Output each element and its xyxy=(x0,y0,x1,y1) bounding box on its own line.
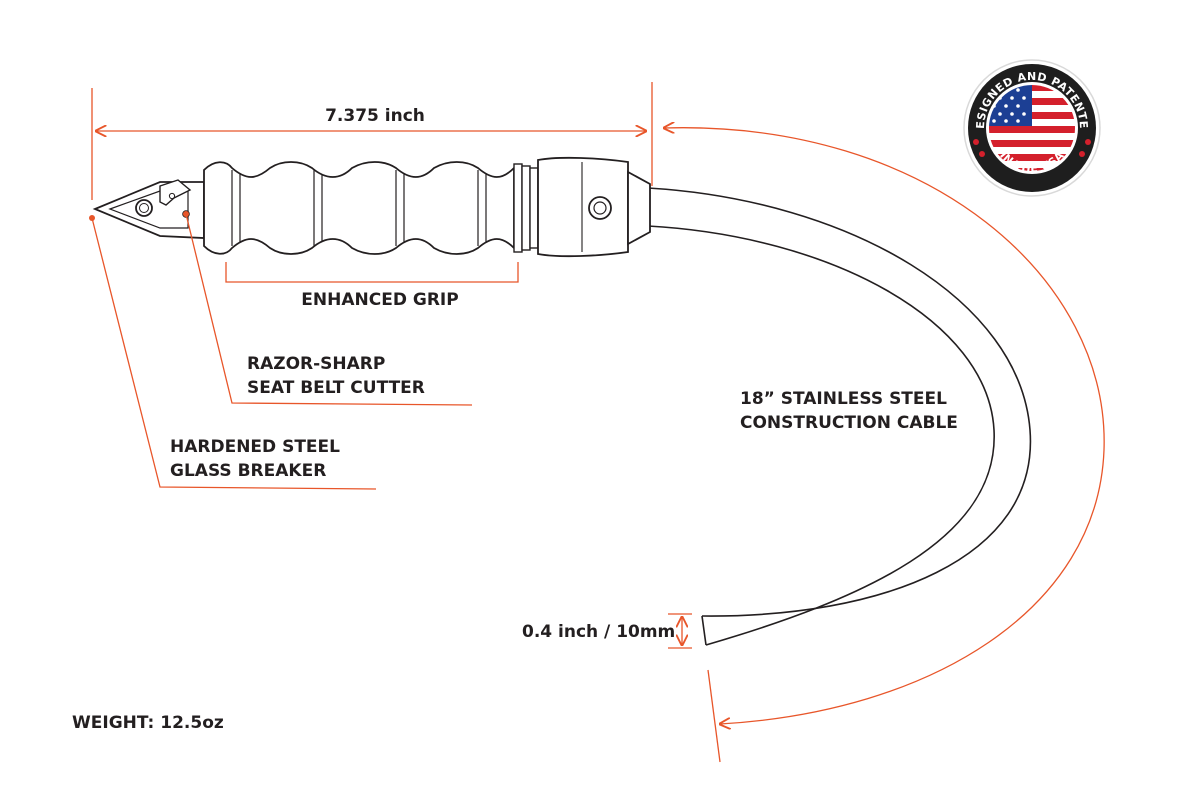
made-in-usa-badge: DESIGNED AND PATENTED IN THE USA xyxy=(957,48,1102,198)
us-flag xyxy=(988,84,1076,172)
cutter-leader xyxy=(183,211,473,406)
grip-label: ENHANCED GRIP xyxy=(301,290,459,310)
cable-label-line2: CONSTRUCTION CABLE xyxy=(740,413,958,433)
breaker-label-line1: HARDENED STEEL xyxy=(170,437,340,457)
length-dimension xyxy=(91,82,653,200)
badge-stars xyxy=(973,139,1091,157)
weight-label: WEIGHT: 12.5oz xyxy=(72,713,224,733)
breaker-label: HARDENED STEEL GLASS BREAKER xyxy=(170,435,340,483)
thickness-label: 0.4 inch / 10mm xyxy=(522,622,676,642)
breaker-label-line2: GLASS BREAKER xyxy=(170,461,327,481)
cutter-label-line1: RAZOR-SHARP xyxy=(247,354,386,374)
breaker-leader xyxy=(89,215,377,490)
cable-label-line1: 18” STAINLESS STEEL xyxy=(740,389,947,409)
cable-label: 18” STAINLESS STEEL CONSTRUCTION CABLE xyxy=(740,387,958,435)
cutter-label: RAZOR-SHARP SEAT BELT CUTTER xyxy=(247,352,425,400)
tool-handle xyxy=(92,156,651,258)
length-label: 7.375 inch xyxy=(325,106,425,126)
grip-bracket xyxy=(225,262,519,283)
thickness-dimension xyxy=(668,613,692,649)
cable-length-arc xyxy=(664,128,1105,763)
flag-seal-icon: DESIGNED AND PATENTED IN THE USA xyxy=(957,48,1101,197)
cutter-label-line2: SEAT BELT CUTTER xyxy=(247,378,425,398)
